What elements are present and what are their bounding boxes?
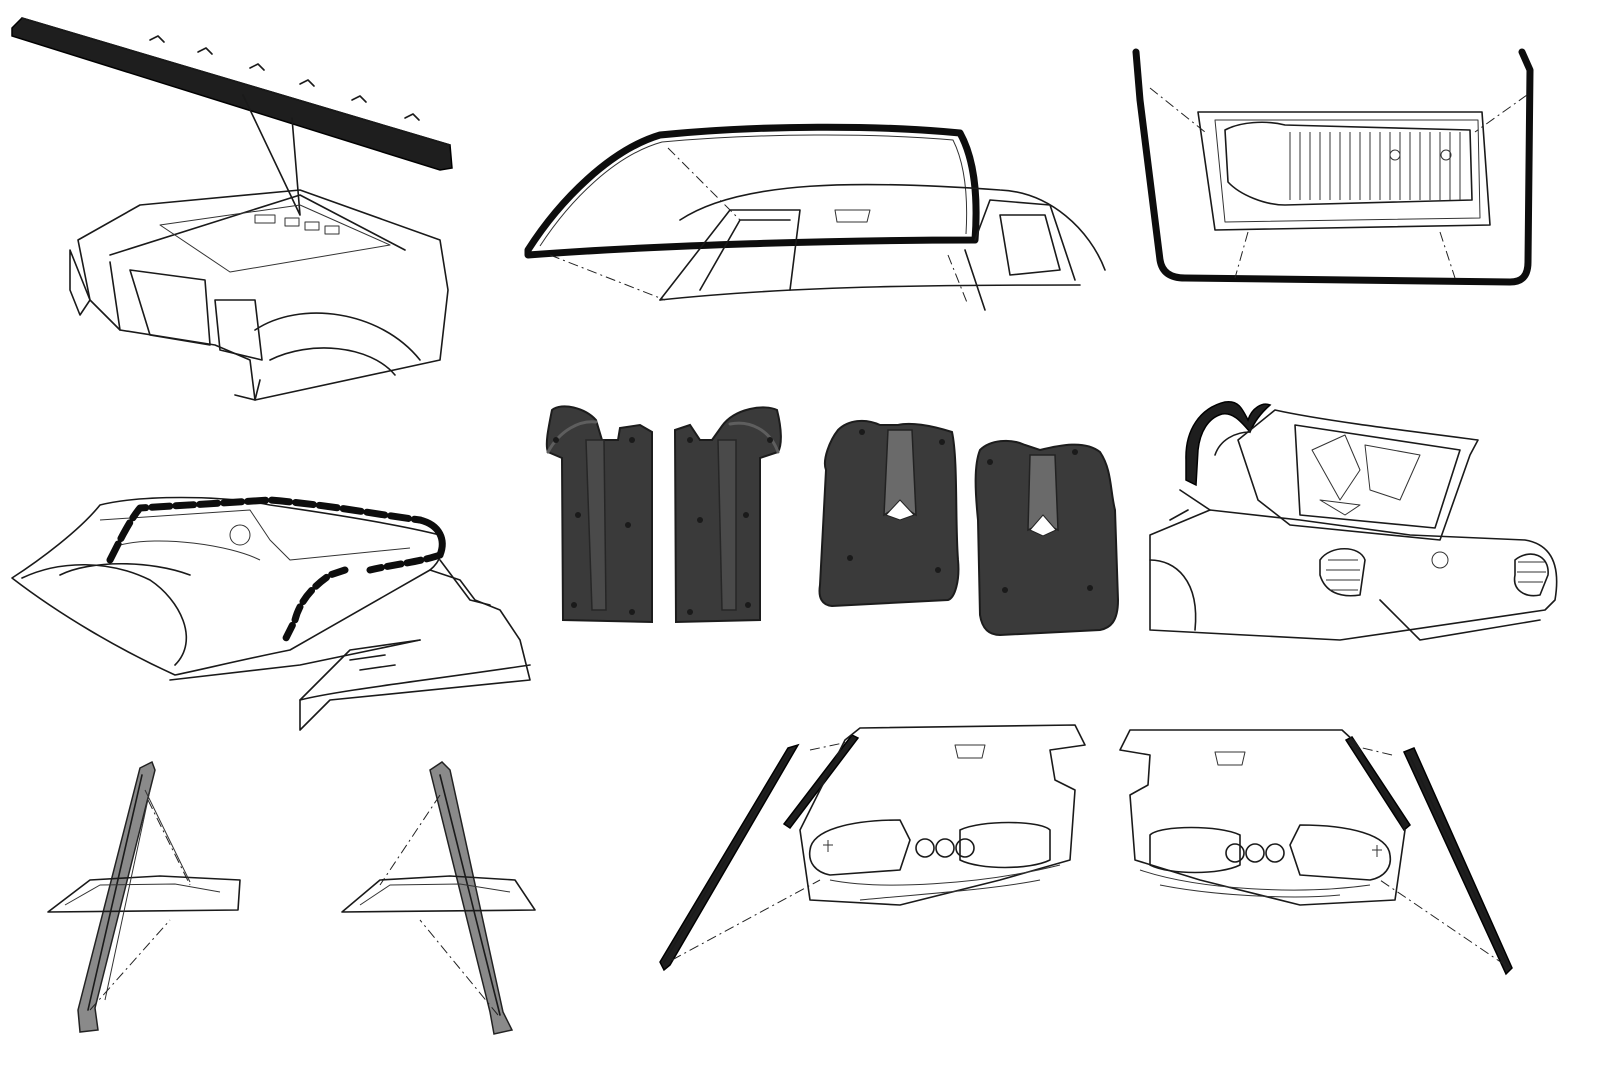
convertible-top-seal-icon: [11, 496, 531, 731]
belt-weatherstrip-icon: [659, 724, 1513, 976]
windshield-seal-icon: [524, 123, 1106, 311]
rubber-splash-shield-icon: [545, 405, 1120, 637]
quarter-window-seal-icon: [47, 760, 536, 1035]
roof-rail-weatherstrip-icon: [11, 17, 453, 401]
door-weatherstrip-icon: [1132, 48, 1534, 286]
trunk-weatherstrip-icon: [1149, 400, 1558, 641]
